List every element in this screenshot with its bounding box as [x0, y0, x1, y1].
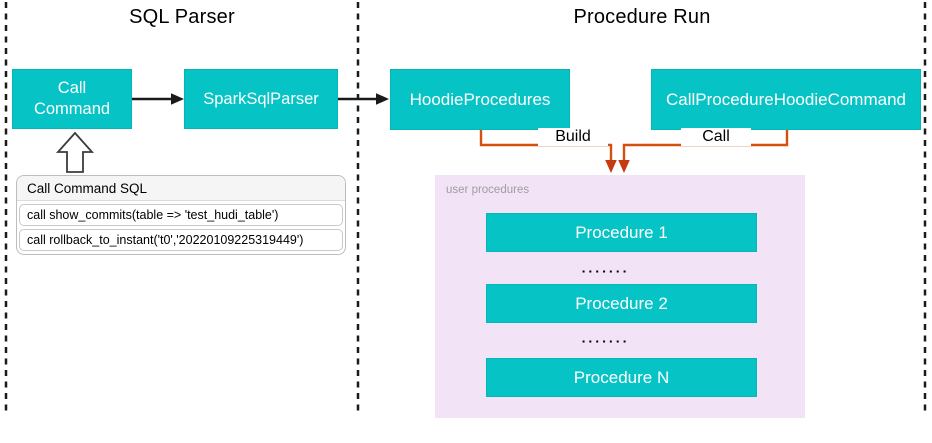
section-title-sql-parser: SQL Parser — [129, 6, 235, 28]
ellipsis-dots: ▪▪▪▪▪▪▪ — [582, 337, 630, 346]
user-procedures-panel: user procedures Procedure 1 ▪▪▪▪▪▪▪ Proc… — [435, 175, 805, 418]
ellipsis-dots: ▪▪▪▪▪▪▪ — [582, 267, 630, 276]
node-call-procedure-hoodie-command: CallProcedureHoodieCommand — [651, 69, 921, 130]
node-hoodie-procedures: HoodieProcedures — [390, 69, 570, 130]
node-spark-sql-parser: SparkSqlParser — [184, 69, 338, 129]
procedure-item-1: Procedure 1 — [486, 213, 757, 252]
call-command-sql-box: Call Command SQL call show_commits(table… — [16, 175, 346, 255]
arrow-callcommand-to-parser-icon — [132, 93, 184, 105]
sql-box-title: Call Command SQL — [17, 176, 345, 201]
procedure-item-2: Procedure 2 — [486, 284, 757, 323]
hollow-up-arrow-icon — [55, 131, 95, 173]
user-procedures-label: user procedures — [446, 184, 530, 196]
edge-label-build: Build — [538, 128, 608, 146]
sql-example-row: call show_commits(table => 'test_hudi_ta… — [19, 204, 343, 226]
procedure-item-n: Procedure N — [486, 358, 757, 397]
sql-example-row: call rollback_to_instant('t0','202201092… — [19, 229, 343, 251]
arrow-parser-to-hoodieprocedures-icon — [338, 93, 389, 105]
node-call-command: Call Command — [12, 69, 132, 129]
section-title-procedure-run: Procedure Run — [573, 6, 711, 28]
edge-label-call: Call — [681, 128, 751, 146]
